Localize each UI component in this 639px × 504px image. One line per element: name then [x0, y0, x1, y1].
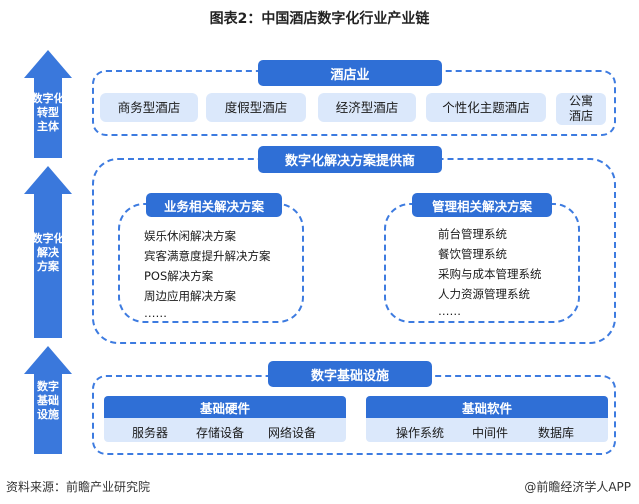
- arrow-shape-2: [24, 166, 72, 338]
- management-item-3: 采购与成本管理系统: [438, 267, 542, 281]
- arrow-label-3: 数字 基础 设施: [37, 380, 59, 421]
- footer-source: 资料来源：前瞻产业研究院: [6, 480, 151, 494]
- hotel-item-theme: 个性化主题酒店: [426, 93, 546, 122]
- business-item-4: 周边应用解决方案: [144, 289, 236, 303]
- business-item-1: 娱乐休闲解决方案: [144, 229, 236, 243]
- footer-brand: @前瞻经济学人APP: [524, 480, 631, 494]
- hardware-item-network: 网络设备: [268, 426, 317, 440]
- hardware-item-server: 服务器: [132, 426, 169, 440]
- arrow-shape-3: [24, 346, 72, 454]
- management-item-2: 餐饮管理系统: [438, 247, 507, 261]
- management-item-4: 人力资源管理系统: [438, 287, 530, 301]
- infra-header: 数字基础设施: [268, 361, 432, 387]
- business-item-ellipsis: ……: [144, 306, 167, 320]
- management-solutions-border: [384, 203, 580, 323]
- hotel-item-business: 商务型酒店: [100, 93, 198, 122]
- hotel-item-apartment: 公寓 酒店: [556, 93, 606, 125]
- hotel-item-economy: 经济型酒店: [318, 93, 416, 122]
- solutions-header: 数字化解决方案提供商: [258, 146, 442, 173]
- management-item-1: 前台管理系统: [438, 227, 507, 241]
- hardware-header: 基础硬件: [104, 396, 346, 418]
- business-item-2: 宾客满意度提升解决方案: [144, 249, 271, 263]
- management-solutions-header: 管理相关解决方案: [412, 193, 552, 217]
- arrow-shape-1: [24, 50, 72, 158]
- hardware-item-storage: 存储设备: [196, 426, 245, 440]
- business-solutions-header: 业务相关解决方案: [146, 193, 282, 217]
- software-item-middleware: 中间件: [472, 426, 509, 440]
- software-item-os: 操作系统: [396, 426, 445, 440]
- management-item-ellipsis: ……: [438, 304, 461, 318]
- page-title: 图表2：中国酒店数字化行业产业链: [209, 11, 430, 27]
- hotel-item-resort: 度假型酒店: [206, 93, 306, 122]
- software-item-database: 数据库: [538, 426, 575, 440]
- arrow-label-1: 数字化 转型 主体: [31, 92, 65, 133]
- software-header: 基础软件: [366, 396, 608, 418]
- arrow-label-2: 数字化 解决 方案: [31, 232, 65, 273]
- left-arrow-column: [24, 50, 72, 454]
- hotel-header: 酒店业: [258, 60, 442, 86]
- business-item-3: POS解决方案: [144, 269, 214, 283]
